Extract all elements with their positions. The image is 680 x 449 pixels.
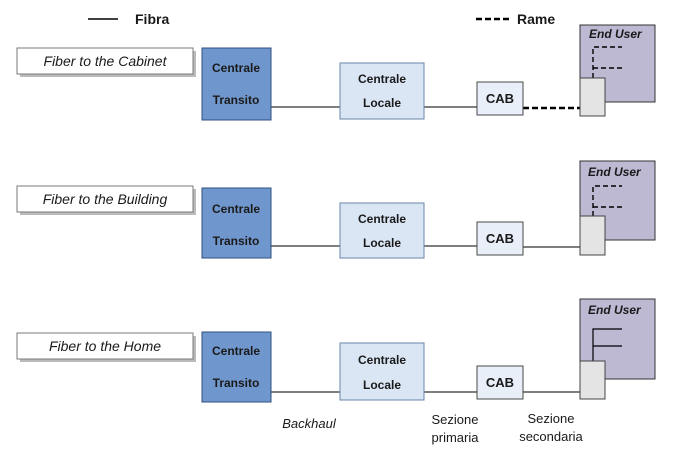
secondary-section-label-1: Sezione	[528, 411, 575, 426]
centrale-transito-label-2: Transito	[213, 234, 260, 248]
row-title-box	[16, 185, 194, 213]
centrale-locale-label-1: Centrale	[358, 72, 406, 86]
cab-box	[476, 81, 524, 116]
backhaul-label: Backhaul	[282, 416, 337, 431]
row-title-box	[16, 47, 194, 75]
cab-box	[476, 365, 524, 400]
row-title: Fiber to the Home	[49, 338, 161, 354]
in-building-copper-wiring	[592, 46, 622, 78]
cab-label: CAB	[486, 91, 514, 106]
building-device	[579, 215, 606, 256]
end-user-label: End User	[588, 303, 642, 317]
primary-section-label-1: Sezione	[432, 412, 479, 427]
row-fiber-to-the-cabinet: Fiber to the Cabinet Centrale Transito C…	[16, 24, 656, 121]
centrale-locale-box	[339, 342, 425, 401]
centrale-locale-label-1: Centrale	[358, 353, 406, 367]
centrale-transito-label-2: Transito	[213, 93, 260, 107]
centrale-transito-label-1: Centrale	[212, 344, 260, 358]
centrale-locale-box	[339, 62, 425, 120]
centrale-transito-box	[201, 187, 272, 259]
building-device	[579, 360, 606, 400]
centrale-locale-label-2: Locale	[363, 378, 401, 392]
row-title: Fiber to the Cabinet	[44, 53, 168, 69]
centrale-transito-label-1: Centrale	[212, 202, 260, 216]
centrale-transito-box	[201, 331, 272, 403]
centrale-locale-label-2: Locale	[363, 236, 401, 250]
end-user-label: End User	[589, 27, 643, 41]
centrale-locale-label-2: Locale	[363, 96, 401, 110]
cab-label: CAB	[486, 231, 514, 246]
centrale-locale-box	[339, 202, 425, 259]
end-user-label: End User	[588, 165, 642, 179]
centrale-transito-label-2: Transito	[213, 376, 260, 390]
legend-copper-label: Rame	[517, 11, 555, 27]
in-building-copper-wiring	[592, 185, 622, 216]
centrale-transito-box	[201, 47, 272, 121]
row-title-box	[16, 332, 194, 360]
cab-label: CAB	[486, 375, 514, 390]
legend-fiber-label: Fibra	[135, 11, 169, 27]
row-fiber-to-the-home: Fiber to the Home Centrale Transito Cent…	[16, 298, 656, 403]
building-device	[579, 77, 606, 117]
centrale-transito-label-1: Centrale	[212, 61, 260, 75]
in-home-fiber-wiring	[592, 328, 622, 361]
centrale-locale-label-1: Centrale	[358, 212, 406, 226]
cab-box	[476, 221, 524, 256]
row-fiber-to-the-building: Fiber to the Building Centrale Transito …	[16, 160, 656, 259]
primary-section-label-2: primaria	[432, 430, 480, 445]
secondary-section-label-2: secondaria	[519, 429, 583, 444]
row-title: Fiber to the Building	[43, 191, 168, 207]
